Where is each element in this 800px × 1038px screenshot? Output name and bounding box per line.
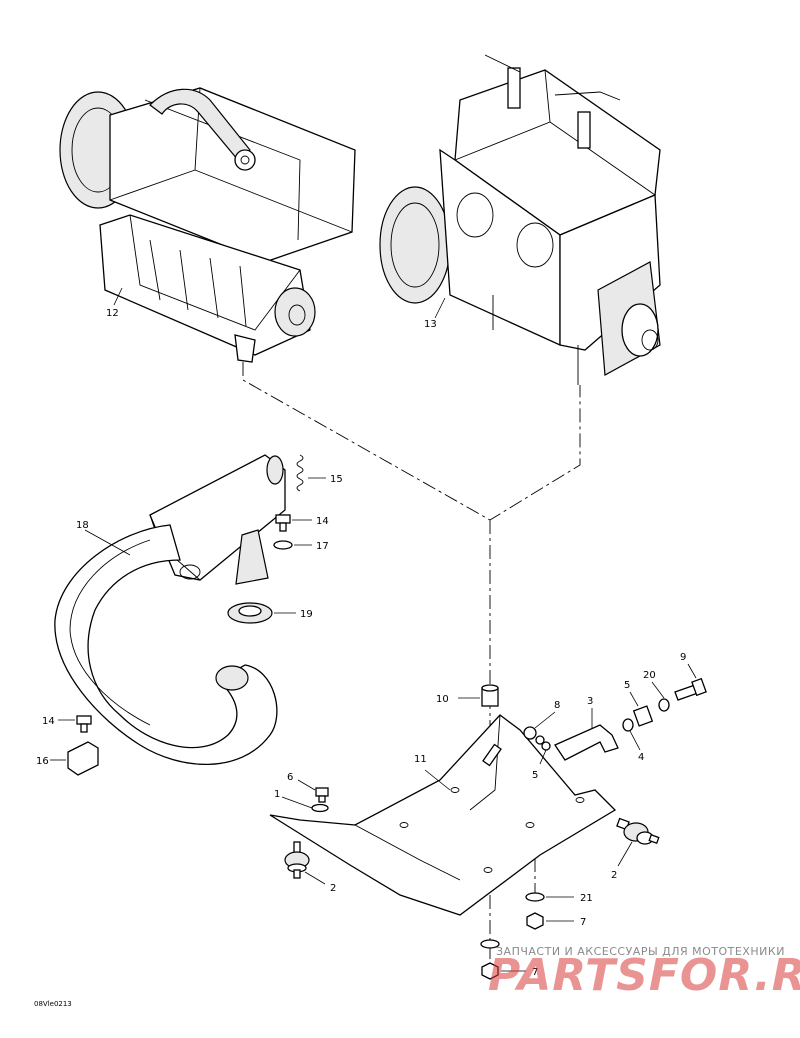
callout-5-upper: 5 [624, 680, 630, 691]
callout-14-lower: 14 [42, 716, 55, 727]
callout-21: 21 [580, 893, 593, 904]
callout-20: 20 [643, 670, 656, 681]
centerline-engine-mounts [242, 362, 581, 521]
leader-8 [534, 711, 556, 729]
leader-12 [113, 287, 123, 306]
bracket-3-illustration [554, 724, 619, 761]
rubber-mount-2-left-illustration [284, 841, 310, 879]
support-plate-11-illustration [269, 714, 617, 916]
nut-7-lower-illustration [481, 962, 499, 980]
gasket-19-illustration [227, 602, 273, 624]
washers-5-illustration [535, 735, 551, 751]
engine-12-illustration [59, 87, 356, 363]
leader-13 [434, 297, 446, 319]
screw-8-illustration [523, 726, 537, 740]
watermark-logo: PARTSFOR.RU [488, 950, 800, 1001]
spring-15-illustration [296, 454, 304, 492]
engine-13-illustration [379, 54, 661, 385]
callout-18: 18 [76, 520, 89, 531]
washer-1-illustration [311, 803, 329, 813]
leader-9 [687, 663, 697, 679]
nut-7-upper-illustration [526, 912, 544, 930]
leader-20 [651, 681, 665, 699]
bolt-14-lower-illustration [76, 715, 92, 733]
callout-7-upper: 7 [580, 917, 586, 928]
leader-6 [297, 779, 316, 791]
bracket-16-illustration [67, 741, 99, 776]
callout-9: 9 [680, 652, 686, 663]
exhaust-pipe-18-illustration [54, 454, 286, 766]
callout-7-lower: 7 [532, 967, 538, 978]
washer-20-illustration [658, 698, 670, 712]
leader-4 [629, 730, 641, 751]
bolt-9-illustration [674, 677, 707, 701]
callout-2-right: 2 [611, 870, 617, 881]
leader-18 [84, 529, 131, 556]
callout-11: 11 [414, 754, 427, 765]
callout-10: 10 [436, 694, 449, 705]
leader-2-right [617, 841, 633, 867]
callout-13: 13 [424, 319, 437, 330]
callout-16: 16 [36, 756, 49, 767]
washer-17-illustration [273, 540, 293, 550]
spacer-5-upper-illustration [632, 705, 654, 727]
callout-3: 3 [587, 696, 593, 707]
spacer-10-illustration [481, 684, 499, 707]
callout-4: 4 [638, 752, 644, 763]
washer-lower-illustration [480, 939, 500, 949]
callout-2-left: 2 [330, 883, 336, 894]
callout-15: 15 [330, 474, 343, 485]
callout-6: 6 [287, 772, 293, 783]
bolt-14-upper-illustration [275, 514, 291, 532]
rubber-mount-2-right-illustration [616, 817, 660, 845]
leader-2-left [304, 871, 326, 885]
callout-19: 19 [300, 609, 313, 620]
screw-6-illustration [315, 787, 329, 803]
leader-11 [424, 769, 451, 791]
watermark-tagline: ЗАПЧАСТИ И АКСЕССУАРЫ ДЛЯ МОТОТЕХНИКИ [496, 945, 785, 958]
leader-5-lower [539, 749, 547, 765]
leader-1 [281, 796, 313, 809]
washer-21-illustration [525, 892, 545, 902]
callout-5-lower: 5 [532, 770, 538, 781]
callout-8: 8 [554, 700, 560, 711]
callout-14-upper: 14 [316, 516, 329, 527]
callout-17: 17 [316, 541, 329, 552]
figure-code: 08Vle0213 [34, 1000, 72, 1008]
leader-5-upper [629, 691, 639, 707]
callout-1: 1 [274, 789, 280, 800]
bushing-4-illustration [622, 718, 634, 732]
callout-12: 12 [106, 308, 119, 319]
